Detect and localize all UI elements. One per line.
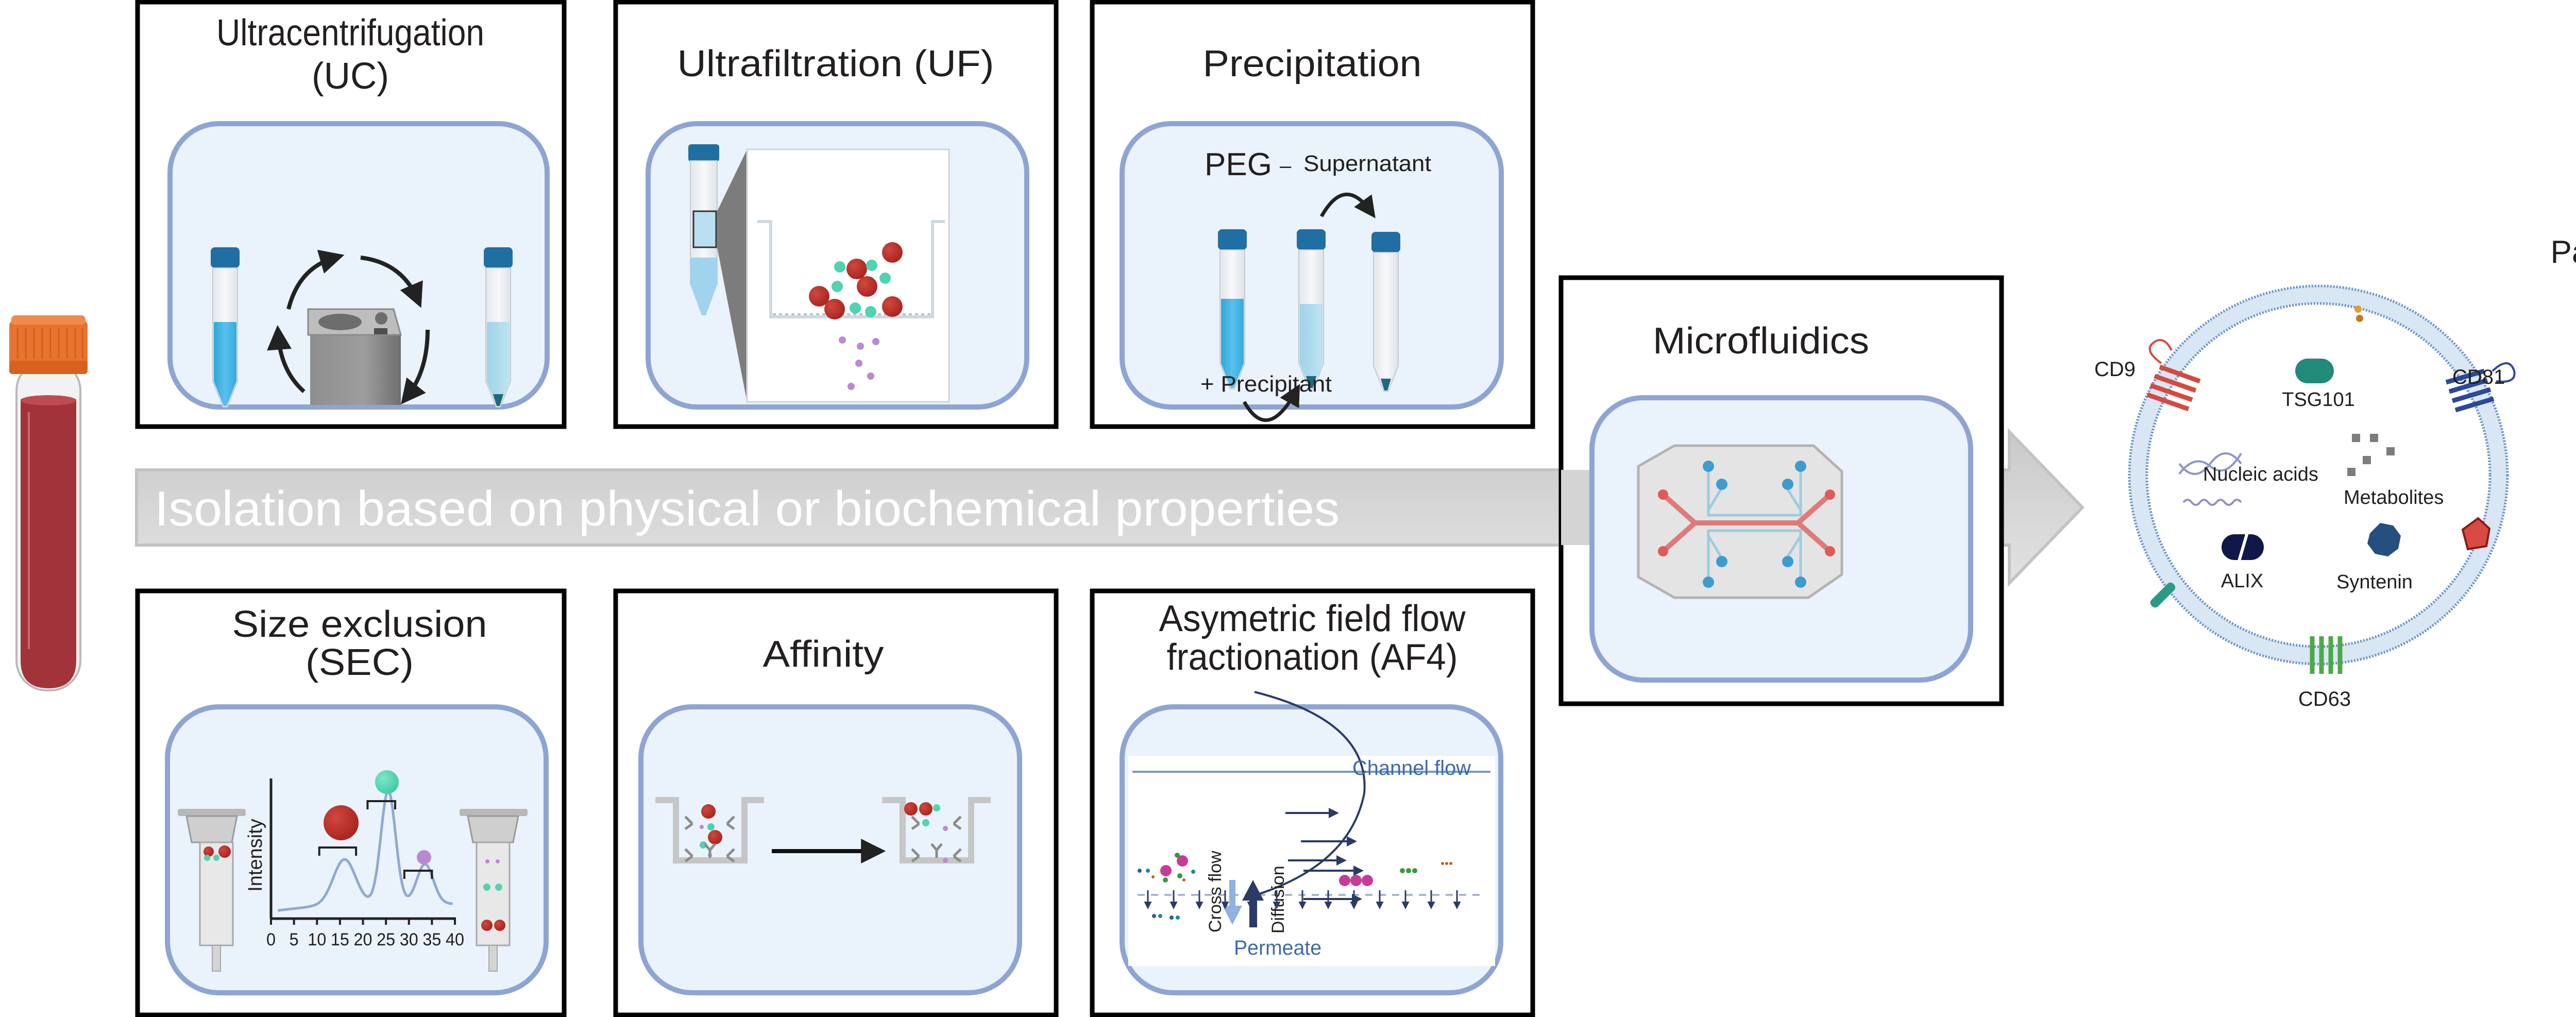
uf-title: Ultrafiltration (UF) (677, 43, 994, 84)
af4-title-line1: Asymetric field flow (1159, 598, 1466, 639)
microfluidic-chip-icon (1637, 444, 1843, 599)
sec-small-particle (417, 850, 431, 865)
membrane-protein-red-icon (2461, 517, 2491, 551)
tsg101-icon (2295, 359, 2334, 383)
sec-x-tick-label: 30 (400, 930, 418, 950)
cd9-tetraspanin-icon (2146, 339, 2201, 412)
permeate-arrows (1144, 890, 1461, 909)
sec-fraction-bracket (366, 800, 396, 809)
affinity-well-before-icon (655, 797, 764, 863)
cross-flow-label: Cross flow (1206, 851, 1225, 933)
syntenin-icon (2367, 523, 2401, 556)
channel-flow-arrows (1285, 808, 1364, 904)
precip-tube-3-icon (1371, 231, 1401, 392)
af4-title-line2: fractionation (AF4) (1167, 637, 1458, 678)
panel-microfluidics: Microfluidics (1558, 275, 2004, 706)
pathology-line1: Pathology and EVs roles (2551, 234, 2576, 270)
alix-label: ALIX (2221, 570, 2263, 592)
sec-title-line2: (SEC) (306, 642, 414, 683)
metabolites-icon (2347, 434, 2395, 476)
sec-x-tick-label: 15 (331, 930, 349, 950)
tsg101-label: TSG101 (2282, 389, 2355, 411)
precipitant-label: + Precipitant (1200, 371, 1332, 397)
panel-ultrafiltration: Ultrafiltration (UF) (613, 0, 1059, 429)
sec-y-label: Intensity (245, 819, 266, 892)
isolation-banner-arrow: Isolation based on physical or biochemic… (135, 428, 2085, 587)
supernatant-arrow-icon (1319, 192, 1376, 218)
applications: Pathology and EVs roles understanding Di… (2551, 234, 2576, 752)
cd63-label: CD63 (2298, 688, 2351, 710)
sec-title-line1: Size exclusion (232, 604, 487, 645)
peg-label: PEG (1205, 147, 1272, 182)
af4-permeate-particles (1152, 914, 1180, 920)
supernatant-label: Supernatant (1303, 151, 1431, 176)
peg-dash: – (1280, 155, 1292, 177)
sec-column-loaded-icon (178, 809, 246, 972)
centrifuge-icon (307, 308, 402, 405)
panel-af4: Asymetric field flow fractionation (AF4)… (1090, 588, 1535, 1017)
uc-title-line1: Ultracentrifugation (216, 12, 484, 54)
ev-membrane (2129, 286, 2507, 664)
cd81-label: CD81 (2452, 366, 2505, 388)
panel-affinity: Affinity (613, 588, 1059, 1017)
sec-x-tick-label: 10 (308, 930, 326, 950)
membrane-receptor-teal-icon (2150, 582, 2176, 608)
sec-fraction-bracket (318, 846, 358, 856)
metabolites-label: Metabolites (2344, 487, 2444, 508)
sec-fraction-bracket (403, 870, 433, 879)
rotation-arrows-icon (267, 249, 430, 404)
sec-x-tick-label: 20 (354, 930, 372, 950)
uc-title-line2: (UC) (312, 56, 389, 97)
cd81-tetraspanin-icon (2445, 362, 2516, 413)
cd9-label: CD9 (2094, 358, 2136, 381)
sec-column-eluted-icon (460, 809, 528, 972)
sec-elution-curve (278, 788, 453, 912)
syntenin-label: Syntenin (2336, 571, 2413, 593)
banner-label: Isolation based on physical or biochemic… (155, 481, 1340, 536)
channel-flow-label: Channel flow (1352, 757, 1471, 779)
sec-x-tick-label: 5 (290, 930, 299, 950)
falcon-tube-pellet-icon (483, 247, 513, 408)
uf-particles (809, 242, 903, 390)
sec-medium-particle (375, 770, 399, 794)
panel-ultracentrifugation: Ultracentrifugation (UC) (135, 0, 567, 429)
precip-tube-2-icon (1296, 229, 1326, 389)
precipitant-arrow-icon (1242, 384, 1300, 422)
cross-flow-arrow-icon (1223, 880, 1242, 925)
nucleic-acids-label: Nucleic acids (2203, 464, 2318, 485)
blood-tube-icon (9, 315, 88, 691)
dna-helix-icon (2178, 452, 2242, 506)
affinity-title: Affinity (763, 634, 884, 675)
precipitation-title: Precipitation (1203, 43, 1422, 84)
sec-x-tick-label: 25 (377, 930, 395, 950)
sec-x-tick-label: 40 (446, 930, 464, 950)
alix-icon (2222, 532, 2264, 563)
precip-tube-1-icon (1217, 229, 1247, 389)
affinity-well-after-icon (882, 797, 991, 863)
af4-particles-mixed (1138, 853, 1195, 883)
af4-particles-separated (1339, 862, 1452, 886)
microfluidics-title: Microfluidics (1653, 320, 1869, 362)
falcon-tube-full-icon (210, 247, 240, 408)
uf-device-icon (688, 144, 950, 403)
extracellular-vesicle-diagram: CD9 CD81 CD63 TSG101 Nucleic acids Metab… (2094, 284, 2516, 710)
permeate-label: Permeate (1234, 937, 1321, 959)
sec-x-tick-label: 35 (422, 930, 441, 950)
cd63-tetraspanin-icon (2310, 636, 2343, 674)
sec-x-tick-label: 0 (266, 930, 276, 950)
sec-large-particle (324, 805, 359, 840)
panel-precipitation: Precipitation PEG – Supernatant + Precip… (1090, 0, 1535, 429)
diffusion-label: Diffusion (1268, 866, 1288, 934)
diagnostic-line1: Diagnostic biomarker (2575, 717, 2576, 752)
